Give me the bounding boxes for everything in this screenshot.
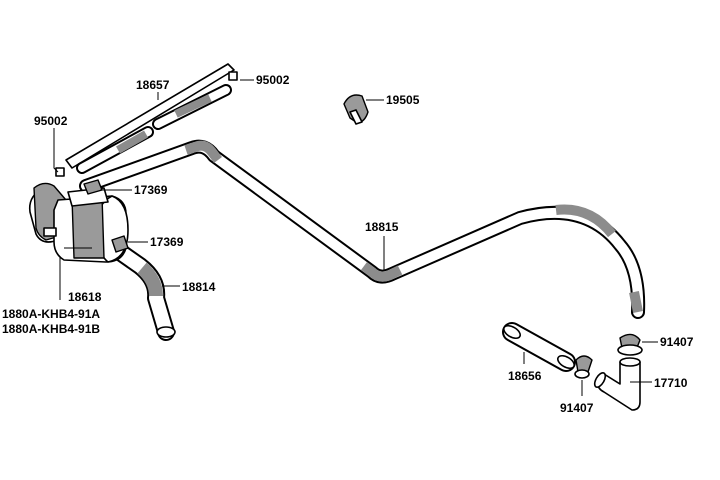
label-19505: 19505 xyxy=(386,93,420,107)
label-17369-mid: 17369 xyxy=(150,235,184,249)
label-18618: 18618 xyxy=(68,290,102,304)
cap-95002-top[interactable] xyxy=(228,71,238,81)
canister-18618[interactable] xyxy=(28,182,129,263)
label-18657: 18657 xyxy=(136,78,170,92)
label-1880A-KHB4-91B: 1880A-KHB4-91B xyxy=(2,322,100,336)
tube-18656[interactable] xyxy=(502,322,577,372)
label-1880A-KHB4-91A: 1880A-KHB4-91A xyxy=(2,307,100,321)
hose-18814[interactable] xyxy=(111,243,176,341)
label-18656: 18656 xyxy=(508,369,542,383)
clip-17369-mid[interactable] xyxy=(111,235,129,253)
label-95002-top: 95002 xyxy=(256,73,290,87)
clip-19505[interactable] xyxy=(343,94,369,125)
hose-18815[interactable] xyxy=(79,139,646,319)
label-91407-right: 91407 xyxy=(660,335,694,349)
label-18814: 18814 xyxy=(182,280,216,294)
clamp-91407-bottom[interactable] xyxy=(574,355,593,379)
tube-18657[interactable] xyxy=(65,63,235,174)
label-17710: 17710 xyxy=(654,376,688,390)
label-18815: 18815 xyxy=(365,220,399,234)
label-17369-top: 17369 xyxy=(134,183,168,197)
joint-17710[interactable] xyxy=(593,357,641,411)
clamp-91407-right[interactable] xyxy=(617,333,643,356)
leader-lines xyxy=(53,79,658,396)
label-95002-left: 95002 xyxy=(34,114,68,128)
part-labels: 18657 95002 95002 19505 17369 17369 1881… xyxy=(2,73,694,415)
label-91407-bottom: 91407 xyxy=(560,401,594,415)
cap-95002-left[interactable] xyxy=(55,167,65,177)
